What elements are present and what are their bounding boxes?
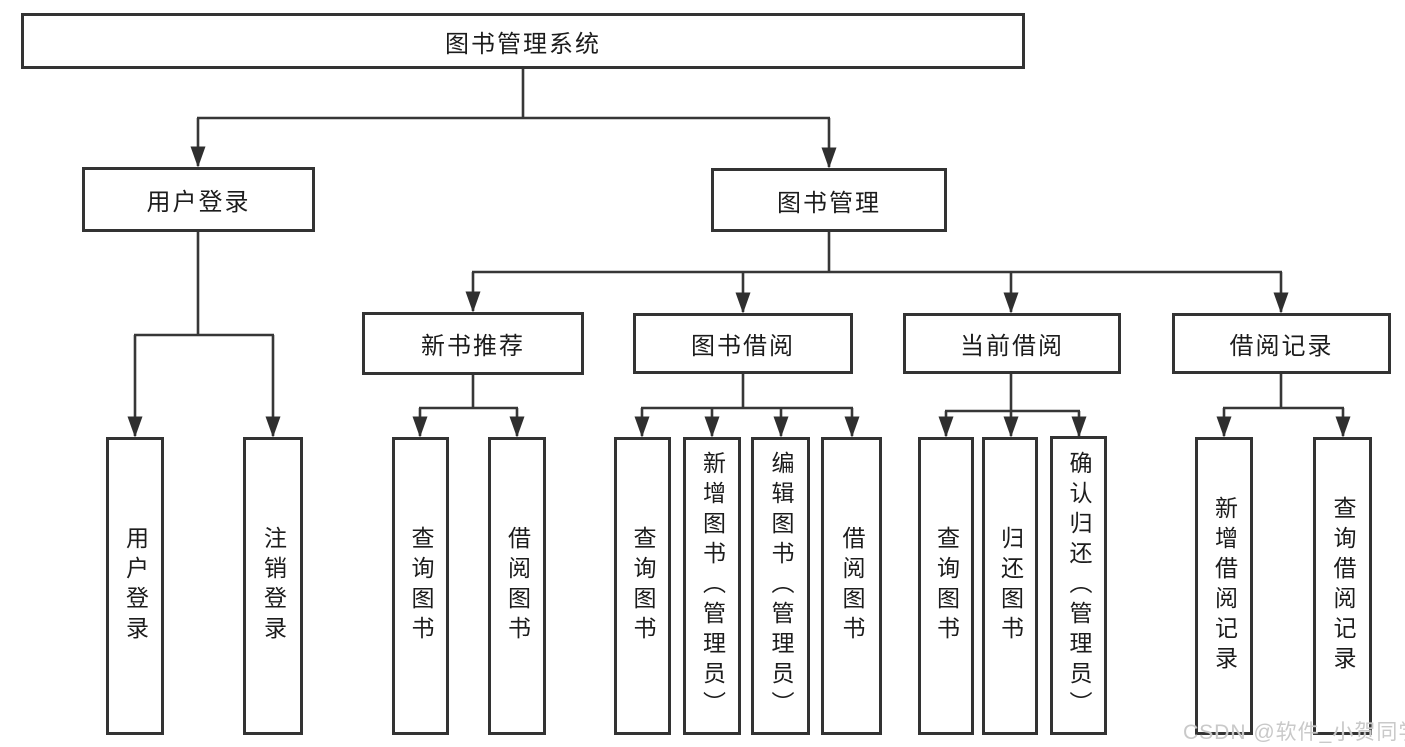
node-current-borrow-label: 当前借阅 (960, 333, 1064, 360)
leaf-query-borrow-record-label: 查询借阅记录 (1330, 496, 1356, 676)
connector-borrow-records-children (1216, 374, 1351, 438)
leaf-query-book-2: 查询图书 (614, 437, 671, 735)
leaf-add-borrow-record-label: 新增借阅记录 (1211, 496, 1238, 676)
leaf-query-book-3-label: 查询图书 (933, 526, 960, 646)
leaf-borrow-book-2: 借阅图书 (821, 437, 882, 735)
node-book-borrow-label: 图书借阅 (691, 333, 795, 360)
connector-book-borrow-children (634, 374, 860, 438)
node-borrow-records-label: 借阅记录 (1229, 333, 1334, 360)
leaf-borrow-book-2-label: 借阅图书 (839, 526, 865, 646)
node-root-label: 图书管理系统 (445, 30, 601, 58)
node-current-borrow: 当前借阅 (903, 313, 1121, 374)
leaf-query-book-2-label: 查询图书 (630, 526, 656, 646)
node-book-mgmt-label: 图书管理 (777, 189, 881, 217)
node-book-mgmt: 图书管理 (711, 168, 947, 232)
leaf-edit-book-label: 编辑图书（管理员） (768, 451, 794, 721)
connector-root-to-level2 (190, 69, 837, 169)
leaf-logout-label: 注销登录 (260, 526, 287, 646)
leaf-logout: 注销登录 (243, 437, 303, 735)
leaf-return-book: 归还图书 (982, 437, 1038, 735)
node-new-book-rec: 新书推荐 (362, 312, 584, 375)
node-user-login: 用户登录 (82, 167, 315, 232)
leaf-user-login-label: 用户登录 (122, 526, 149, 646)
leaf-edit-book: 编辑图书（管理员） (751, 437, 810, 735)
connector-current-borrow-children (938, 374, 1087, 438)
connector-user-login-children (127, 232, 281, 438)
leaf-add-book-label: 新增图书（管理员） (699, 451, 726, 721)
leaf-add-book: 新增图书（管理员） (683, 437, 741, 735)
node-root: 图书管理系统 (21, 13, 1025, 69)
leaf-confirm-return-label: 确认归还（管理员） (1066, 450, 1092, 721)
node-borrow-records: 借阅记录 (1172, 313, 1391, 374)
leaf-add-borrow-record: 新增借阅记录 (1195, 437, 1253, 735)
connector-new-book-rec-children (412, 375, 525, 438)
node-book-borrow: 图书借阅 (633, 313, 853, 374)
leaf-query-book-1: 查询图书 (392, 437, 449, 735)
leaf-confirm-return: 确认归还（管理员） (1050, 436, 1107, 735)
leaf-return-book-label: 归还图书 (997, 526, 1024, 646)
leaf-query-book-3: 查询图书 (918, 437, 974, 735)
leaf-query-borrow-record: 查询借阅记录 (1313, 437, 1372, 735)
leaf-user-login: 用户登录 (106, 437, 164, 735)
node-new-book-rec-label: 新书推荐 (421, 333, 525, 360)
leaf-borrow-book-1-label: 借阅图书 (504, 526, 531, 646)
leaf-borrow-book-1: 借阅图书 (488, 437, 546, 735)
node-user-login-label: 用户登录 (146, 189, 251, 216)
leaf-query-book-1-label: 查询图书 (408, 526, 434, 646)
watermark-text: CSDN @软件_小贺同学 (1183, 721, 1405, 744)
connector-book-mgmt-to-level3 (465, 232, 1289, 314)
